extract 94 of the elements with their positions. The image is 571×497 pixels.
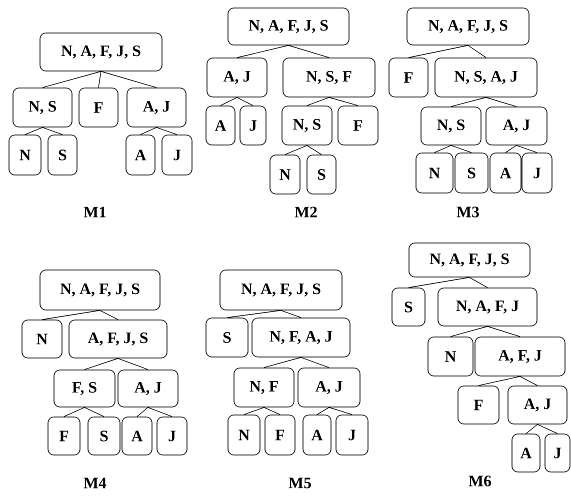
tree-node-box: F, S (54, 370, 116, 408)
tree-branch-line (516, 145, 538, 153)
tree-branch-line (520, 376, 538, 386)
tree-branch-line (469, 277, 488, 288)
tree-branch-line (244, 407, 264, 415)
tree-node-box: N, S (282, 106, 332, 146)
model-label: M6 (468, 476, 492, 486)
tree-node-box: A, J (126, 88, 186, 128)
tree-node-box: A, F, J, S (68, 320, 168, 358)
tree-branch-line (434, 145, 452, 153)
tree-branch-line (148, 407, 172, 417)
tree-branch-line (98, 71, 102, 88)
tree-node-box: S (48, 134, 78, 176)
tree-node-box: N, A, F, J, S (40, 32, 162, 72)
tree-branch-line (450, 145, 472, 153)
tree-branch-line (306, 145, 322, 155)
tree-node-box: N (22, 320, 62, 358)
tree-node-box: S (392, 288, 426, 326)
tree-node-box: N (428, 336, 474, 376)
tree-branch-line (306, 97, 330, 106)
tree-node-box: N (416, 152, 454, 194)
tree-node-box: S (306, 154, 336, 194)
tree-node-box: A (490, 152, 522, 194)
tree-node-box: N, S, F (282, 58, 376, 98)
tree-node-box: N, A, F, J, S (408, 242, 530, 278)
tree-node-box: F (48, 416, 80, 456)
tree-branch-line (100, 310, 118, 320)
tree-branch-line (236, 97, 254, 106)
tree-branch-line (264, 407, 280, 415)
tree-branch-line (84, 407, 104, 417)
tree-node-box: N, F (234, 368, 294, 408)
tree-node-box: N, S, A, J (434, 58, 538, 98)
tree-branch-line (140, 127, 157, 135)
tree-branch-line (64, 407, 85, 417)
tree-node-box: A (302, 414, 332, 456)
tree-branch-line (486, 97, 517, 107)
model-label: M3 (456, 206, 479, 218)
tree-branch-line (300, 357, 330, 368)
tree-branch-line (42, 127, 63, 135)
tree-branch-line (526, 424, 538, 434)
model-label: M5 (288, 478, 311, 488)
tree-node-box: N, A, F, J, S (228, 8, 350, 46)
tree-node-box: J (162, 134, 192, 176)
tree-node-box: F (78, 88, 118, 128)
tree-branch-line (156, 127, 178, 135)
tree-branch-line (280, 310, 302, 318)
model-label: M4 (84, 478, 106, 488)
tree-branch-line (328, 407, 352, 415)
tree-node-box: N (228, 414, 260, 456)
tree-branch-line (487, 326, 520, 337)
tree-node-box: N, A, F, J, S (40, 270, 160, 310)
tree-branch-line (316, 407, 330, 415)
tree-node-box: S (206, 318, 248, 358)
tree-branch-line (136, 407, 148, 417)
tree-node-box: N, F, A, J (252, 318, 350, 358)
tree-node-box: F (338, 106, 378, 146)
tree-node-box: S (88, 416, 120, 456)
tree-node-box: F (264, 414, 296, 456)
tree-branch-line (118, 358, 148, 370)
tree-branch-line (42, 71, 102, 88)
tree-node-box: J (336, 414, 368, 456)
tree-node-box: S (454, 152, 488, 194)
tree-node-box: A, J (118, 370, 178, 408)
tree-node-box: J (522, 152, 552, 194)
tree-branch-line (284, 145, 308, 155)
tree-node-box: A, J (486, 106, 548, 146)
tree-node-box: N, S (420, 106, 482, 146)
tree-node-box: J (240, 106, 266, 146)
tree-node-box: A, J (206, 58, 268, 98)
tree-branch-line (100, 71, 157, 88)
tree-node-box: A (122, 416, 152, 456)
model-label: M1 (84, 206, 106, 218)
tree-node-box: N, A, F, J, S (406, 8, 530, 46)
tree-node-box: N (8, 134, 42, 176)
tree-node-box: F (458, 386, 500, 424)
tree-node-box: J (156, 416, 188, 456)
tree-node-box: N, S (12, 88, 72, 128)
tree-node-box: J (544, 434, 570, 472)
tree-branch-line (537, 424, 558, 434)
tree-branch-line (505, 145, 517, 153)
tree-node-box: A, F, J (474, 336, 566, 376)
tree-node-box: N (270, 154, 300, 194)
tree-node-box: N, A, F, J, S (220, 270, 342, 310)
tree-node-box: A (206, 106, 236, 146)
tree-node-box: A (126, 134, 156, 176)
tree-node-box: A (512, 434, 540, 472)
tree-node-box: A, J (298, 368, 360, 408)
tree-branch-line (220, 97, 238, 106)
tree-branch-line (24, 127, 43, 135)
tree-node-box: N, A, F, J (438, 288, 538, 326)
model-label: M2 (294, 206, 317, 218)
tree-branch-line (468, 45, 486, 58)
tree-node-box: A, J (508, 386, 568, 424)
tree-node-box: F (388, 58, 428, 98)
